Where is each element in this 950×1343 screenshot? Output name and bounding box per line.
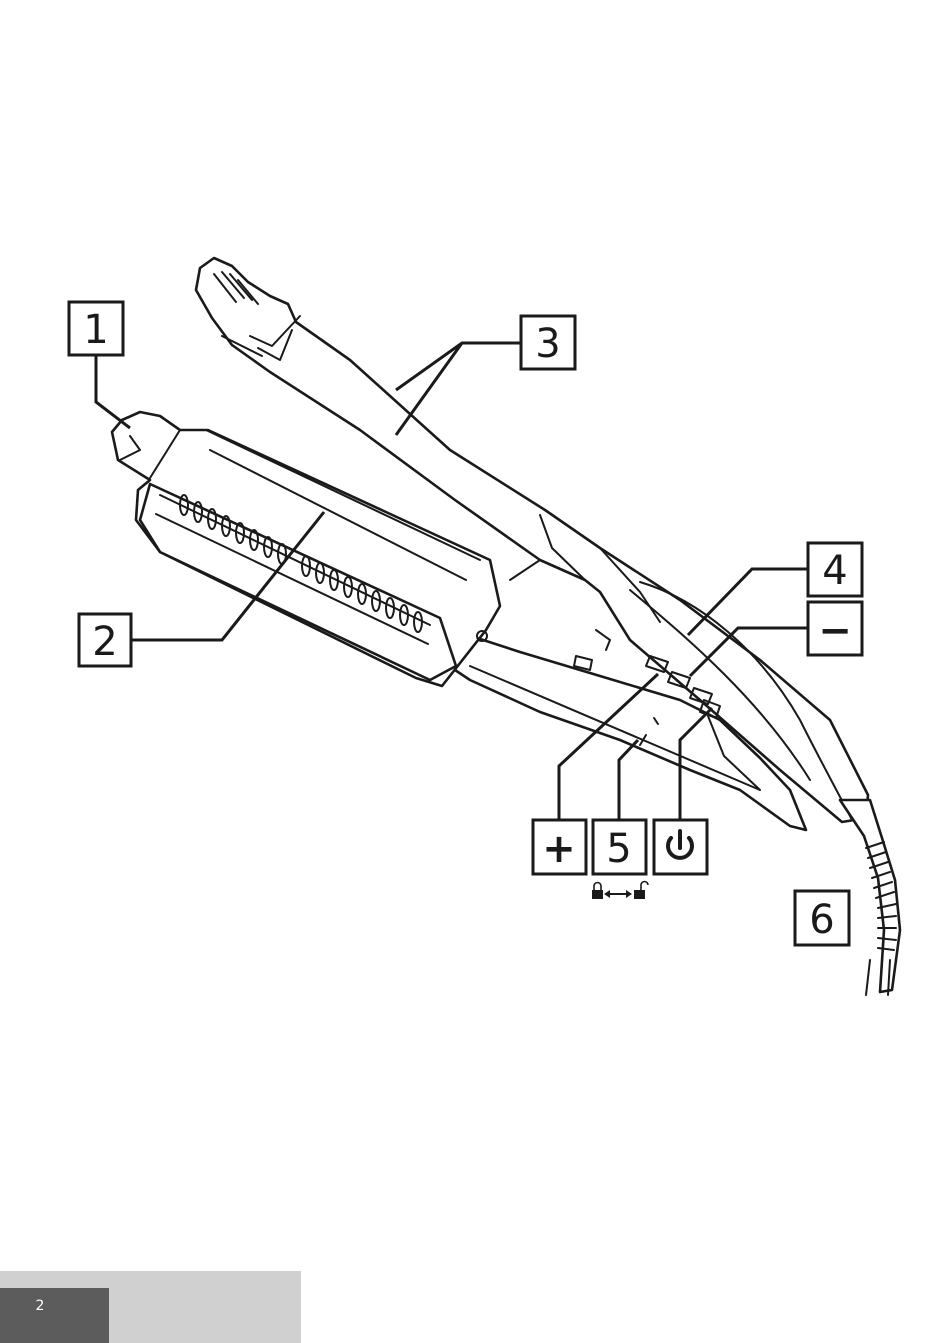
callout-1: 1 <box>69 302 123 355</box>
callout-3: 3 <box>521 316 575 369</box>
svg-text:3: 3 <box>535 321 560 367</box>
svg-text:+: + <box>542 826 576 872</box>
callout-5: 5 <box>593 820 646 874</box>
svg-text:4: 4 <box>822 548 847 594</box>
callout-4: 4 <box>808 543 862 596</box>
leader-line-1 <box>96 355 130 428</box>
callout-6: 6 <box>795 891 849 945</box>
leader-line-5 <box>619 740 638 820</box>
callout-plus: + <box>533 820 586 874</box>
callout-minus: − <box>808 602 862 655</box>
svg-text:2: 2 <box>92 619 117 665</box>
svg-text:6: 6 <box>809 897 834 943</box>
svg-text:−: − <box>818 608 852 654</box>
callout-2: 2 <box>79 614 131 666</box>
page-number: 2 <box>0 1288 80 1324</box>
svg-text:1: 1 <box>83 307 108 353</box>
callout-power <box>654 820 707 874</box>
lock-unlock-icon <box>592 882 648 900</box>
svg-text:5: 5 <box>606 826 631 872</box>
